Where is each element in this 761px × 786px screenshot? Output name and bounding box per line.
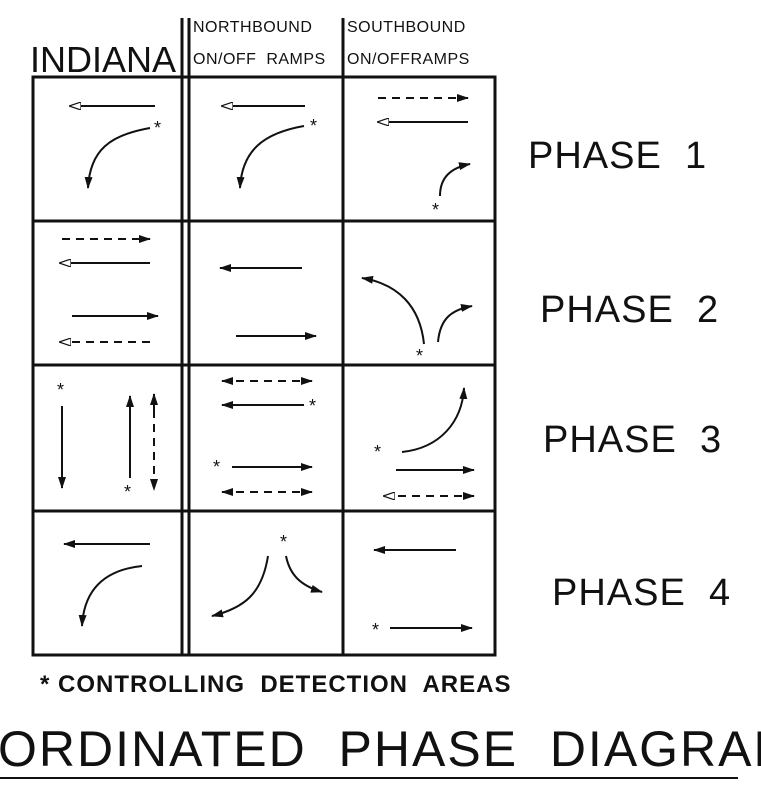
phase-2-indiana-movements	[60, 235, 159, 342]
detector-mark: *	[432, 200, 439, 220]
phase-2-northbound-movements	[219, 264, 317, 340]
movement-arrow	[211, 555, 269, 618]
phase-grid	[31, 18, 497, 657]
phase-3-indiana-movements	[58, 393, 158, 491]
phase-1-indiana-movements	[70, 106, 155, 189]
detector-mark: *	[374, 442, 381, 462]
detector-mark: *	[372, 620, 379, 640]
arrow-left-turn	[236, 125, 305, 189]
phase-4-northbound-movements	[211, 555, 323, 618]
phase-1-southbound-movements	[378, 94, 471, 197]
header-southbound-line2: ON/OFFRAMPS	[347, 51, 470, 68]
movement-arrow	[437, 304, 473, 343]
phase-3-label: PHASE 3	[543, 419, 722, 461]
diagram-title: ORDINATED PHASE DIAGRAM	[0, 721, 761, 777]
phase-4-southbound-movements	[373, 546, 473, 632]
footnote-controlling-detection: * CONTROLLING DETECTION AREAS	[40, 671, 511, 698]
detector-mark: *	[124, 482, 131, 502]
detector-mark: *	[57, 380, 64, 400]
phase-4-label: PHASE 4	[552, 572, 731, 614]
movement-arrow	[401, 387, 468, 453]
detector-mark: *	[213, 457, 220, 477]
movement-arrow	[78, 565, 143, 627]
header-indiana: INDIANA	[30, 39, 176, 80]
arrow-left-turn	[84, 127, 151, 189]
detector-mark: *	[416, 346, 423, 366]
header-northbound-line1: NORTHBOUND	[193, 19, 312, 36]
movement-arrow	[361, 275, 425, 345]
header-southbound-line1: SOUTHBOUND	[347, 19, 466, 36]
arrow-right-turn	[439, 162, 471, 197]
movement-arrow	[285, 555, 323, 593]
detector-mark: *	[154, 118, 161, 138]
detector-mark: *	[280, 532, 287, 552]
phase-3-northbound-movements	[221, 377, 313, 496]
phase-2-label: PHASE 2	[540, 289, 719, 331]
phase-1-label: PHASE 1	[528, 135, 707, 177]
phase-1-northbound-movements	[222, 106, 305, 189]
phase-3-southbound-movements	[384, 387, 475, 500]
phase-4-indiana-movements	[63, 540, 150, 627]
detector-mark: *	[310, 116, 317, 136]
phase-2-southbound-movements	[361, 275, 473, 345]
header-northbound-line2: ON/OFF RAMPS	[193, 51, 326, 68]
detector-mark: *	[309, 396, 316, 416]
